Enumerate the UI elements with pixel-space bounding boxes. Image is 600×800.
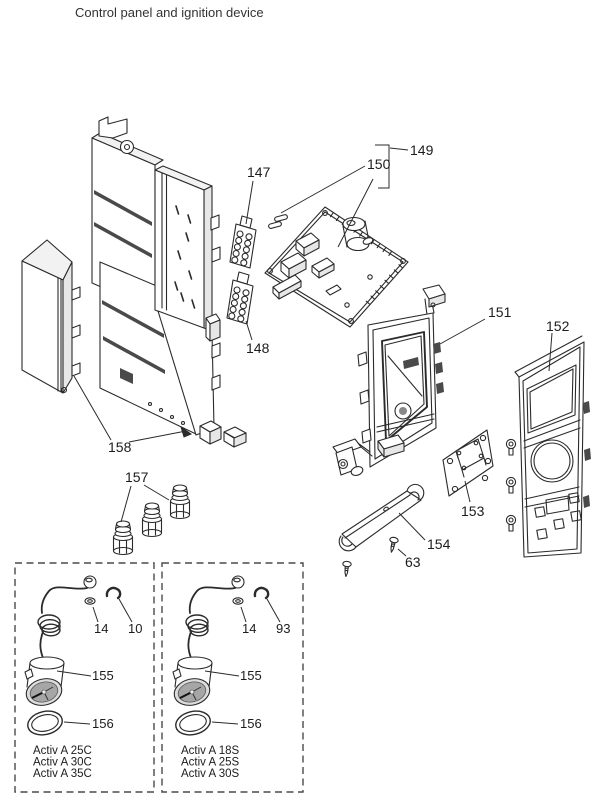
circuit-board-149	[264, 206, 409, 328]
callout-147: 147	[247, 164, 271, 180]
callout-149: 149	[410, 142, 434, 158]
model-name: Activ A 25C	[33, 745, 92, 757]
terminal-block-147	[229, 215, 257, 269]
model-name: Activ A 25S	[181, 757, 240, 769]
terminal-block-148	[226, 271, 254, 325]
leader-lines	[56, 144, 553, 725]
callout-155-left: 155	[92, 668, 114, 683]
cable-glands-157	[112, 484, 191, 556]
callout-157: 157	[125, 469, 149, 485]
model-name: Activ A 35C	[33, 768, 92, 780]
adapter-plate-153	[442, 429, 494, 497]
variant-box-left	[14, 562, 155, 793]
front-panel-152	[505, 335, 591, 558]
thermometer-assembly-left	[22, 574, 122, 740]
callout-148: 148	[246, 340, 270, 356]
callout-154: 154	[427, 536, 451, 552]
callout-14-left: 14	[94, 621, 108, 636]
callout-153: 153	[461, 503, 485, 519]
callout-152: 152	[546, 318, 570, 334]
side-cover-panel-158	[21, 239, 81, 394]
callout-155-right: 155	[240, 668, 262, 683]
callout-10: 10	[128, 621, 142, 636]
model-name: Activ A 18S	[181, 745, 240, 757]
thermometer-assembly-right	[170, 574, 270, 740]
callout-150: 150	[367, 156, 391, 172]
mounting-bracket-154	[338, 483, 425, 552]
callout-156-right: 156	[240, 716, 262, 731]
model-name: Activ A 30S	[181, 768, 240, 780]
callout-14-right: 14	[242, 621, 256, 636]
fuses-150	[268, 214, 288, 229]
chassis-assembly	[91, 116, 247, 448]
screws-63	[341, 536, 400, 578]
variant-box-right	[161, 562, 304, 793]
callout-93: 93	[276, 621, 290, 636]
callout-156-left: 156	[92, 716, 114, 731]
callout-151: 151	[488, 304, 512, 320]
callout-63: 63	[405, 554, 421, 570]
model-name: Activ A 30C	[33, 757, 92, 769]
callout-158: 158	[108, 439, 132, 455]
display-frame-151	[332, 284, 446, 476]
page-title: Control panel and ignition device	[75, 5, 264, 20]
